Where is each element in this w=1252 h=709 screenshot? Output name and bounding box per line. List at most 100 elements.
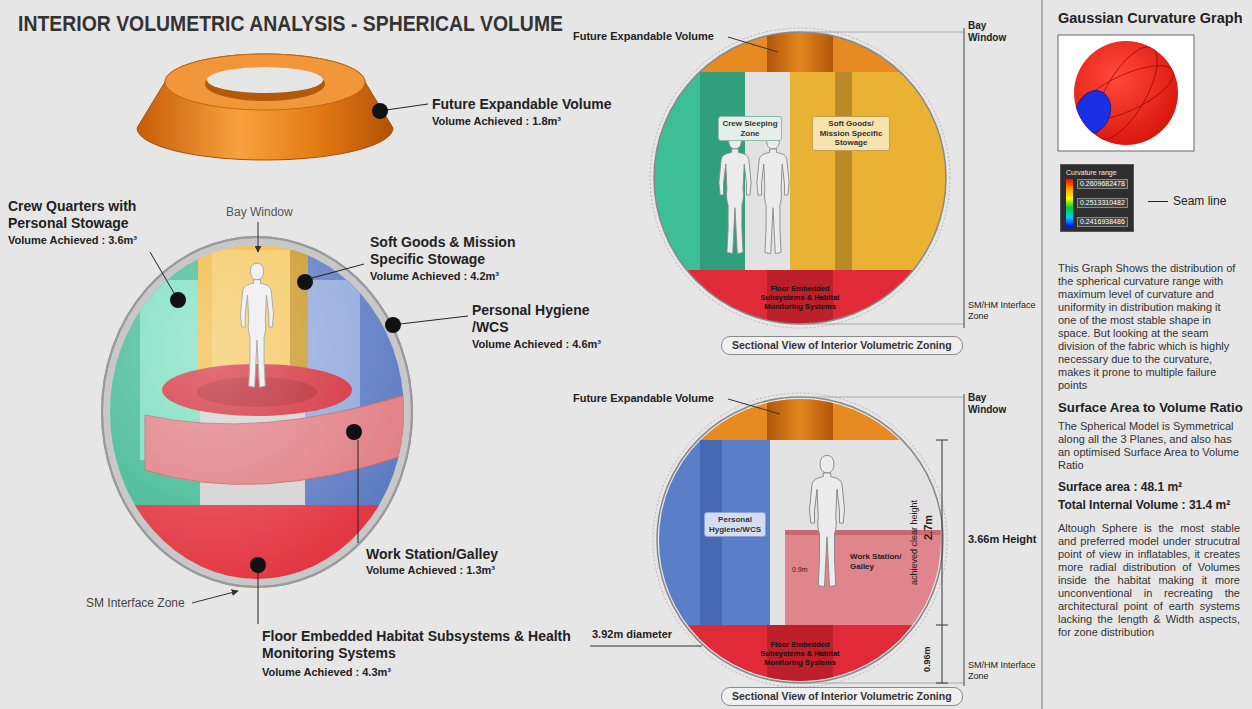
callout-heading: Work Station/Galley <box>366 546 498 563</box>
part-label: SM/HM Interface Zone <box>968 300 1040 322</box>
panel-divider <box>1042 0 1043 709</box>
expandable-volume-dish <box>207 67 323 93</box>
section-view <box>810 456 845 587</box>
ramp-row: 0.26096824780.25133104820.2416938486 <box>1066 179 1128 227</box>
zone-label: Work Station/ Galley <box>850 552 906 571</box>
panel-divider <box>1042 0 1043 709</box>
curvature-graph <box>1058 35 1194 151</box>
zone-label: Future Expandable Volume <box>573 30 714 43</box>
section-view <box>835 72 852 270</box>
ramp-value: 0.2513310482 <box>1077 198 1128 208</box>
section-view <box>650 30 950 330</box>
legend-text: Seam line <box>1173 194 1226 208</box>
leader-line <box>312 264 364 278</box>
section-view <box>757 133 789 254</box>
section-view <box>767 397 833 440</box>
zone-text: Crew Sleeping Zone <box>722 119 778 138</box>
dimension-label: 3.66m Height <box>968 533 1036 546</box>
zone-label: Floor Embedded Subsystems & Habitat Moni… <box>750 284 850 311</box>
panel-heading: Gaussian Curvature Graph <box>1058 10 1243 27</box>
caption-box: Sectional View of Interior Volumetric Zo… <box>721 336 963 355</box>
legend-entry: Seam line <box>1148 194 1226 208</box>
curvature-graph <box>1058 35 1194 151</box>
panel-heading: Surface Area to Volume Ratio <box>1058 400 1243 416</box>
legend-title: Curvature range <box>1066 169 1128 176</box>
section-view <box>590 399 948 683</box>
leader-line <box>400 316 468 324</box>
section-view <box>964 28 965 328</box>
expandable-volume-dish <box>165 54 365 110</box>
habitat-sphere <box>100 230 420 600</box>
zone-box: Soft Goods/ Mission Specific Stowage <box>812 116 890 151</box>
callout-dot <box>346 424 362 440</box>
section-view <box>590 646 702 647</box>
section-view <box>745 72 790 270</box>
section-view <box>936 440 948 441</box>
caption-box: Sectional View of Interior Volumetric Zo… <box>721 687 963 706</box>
section-view <box>654 32 946 324</box>
section-view <box>800 32 964 324</box>
expandable-volume-dish <box>137 54 393 160</box>
dimension-label: 3.92m diameter <box>592 628 672 641</box>
habitat-sphere <box>100 230 420 600</box>
volume-value: Volume Achieved : 1.3m³ <box>366 564 495 577</box>
section-view <box>767 30 833 72</box>
leader-line <box>258 222 259 252</box>
note-text: This Graph Shows the distribution of the… <box>1058 262 1240 392</box>
habitat-sphere <box>110 245 404 579</box>
legend-box: Curvature range0.26096824780.25133104820… <box>1060 164 1134 232</box>
section-view <box>800 683 964 684</box>
section-view <box>650 28 964 330</box>
section-view <box>936 683 948 684</box>
section-view <box>785 530 950 625</box>
zone-label: Future Expandable Volume <box>573 392 714 405</box>
leader-line <box>358 440 359 543</box>
callout-dot <box>372 103 388 119</box>
callout-dot <box>297 274 313 290</box>
section-view <box>936 625 948 626</box>
part-label: Bay Window <box>968 20 1010 44</box>
section-view <box>800 397 964 398</box>
callout-dot <box>170 292 186 308</box>
leader-line <box>386 104 428 110</box>
metric-value: Total Internal Volume : 31.4 m² <box>1058 498 1230 512</box>
zone-text: Personal Hygiene/WCS <box>708 515 762 534</box>
legend-line-sample <box>1148 201 1168 202</box>
section-view <box>657 397 943 683</box>
habitat-sphere <box>102 237 412 587</box>
callout-heading: Future Expandable Volume <box>432 96 611 113</box>
note-text: The Spherical Model is Symmetrical along… <box>1058 420 1240 472</box>
ramp-values: 0.26096824780.25133104820.2416938486 <box>1077 179 1128 227</box>
expandable-volume-dish <box>137 54 393 160</box>
leader-line <box>150 252 174 293</box>
note-text: Altough Sphere is the most stable and pr… <box>1058 522 1240 639</box>
dimension-label: 2.7m <box>922 515 935 540</box>
volume-value: Volume Achieved : 4.3m³ <box>262 666 391 679</box>
part-label: Bay Window <box>968 392 1010 416</box>
volume-value: Volume Achieved : 3.6m³ <box>8 234 137 247</box>
callout-heading: Floor Embedded Habitat Subsystems & Heal… <box>262 628 592 662</box>
section-view <box>728 399 780 414</box>
caption-text: Sectional View of Interior Volumetric Zo… <box>732 339 952 352</box>
callout-dot <box>250 557 266 573</box>
callout-dot <box>385 317 401 333</box>
color-ramp <box>1066 179 1073 227</box>
leader-line <box>258 573 259 624</box>
section-view <box>590 393 964 687</box>
curvature-graph <box>1070 38 1181 148</box>
caption-text: Sectional View of Interior Volumetric Zo… <box>732 690 952 703</box>
dimension-label: 0.96m <box>922 646 933 672</box>
section-view <box>964 394 965 686</box>
ramp-value: 0.2609682478 <box>1077 179 1128 189</box>
section-view <box>728 37 778 52</box>
section-view <box>719 133 751 254</box>
leader-line <box>192 591 238 603</box>
callout-heading: Personal Hygiene /WCS <box>472 302 602 336</box>
callout-heading: Crew Quarters with Personal Stowage <box>8 198 173 232</box>
curvature-graph <box>1070 86 1117 139</box>
zone-text: Soft Goods/ Mission Specific Stowage <box>816 119 886 148</box>
callout-heading: Soft Goods & Mission Specific Stowage <box>370 234 545 268</box>
zone-label: Floor Embedded Subsystems & Habitat Moni… <box>750 640 850 667</box>
dimension-label: achieved clear height <box>909 500 920 585</box>
